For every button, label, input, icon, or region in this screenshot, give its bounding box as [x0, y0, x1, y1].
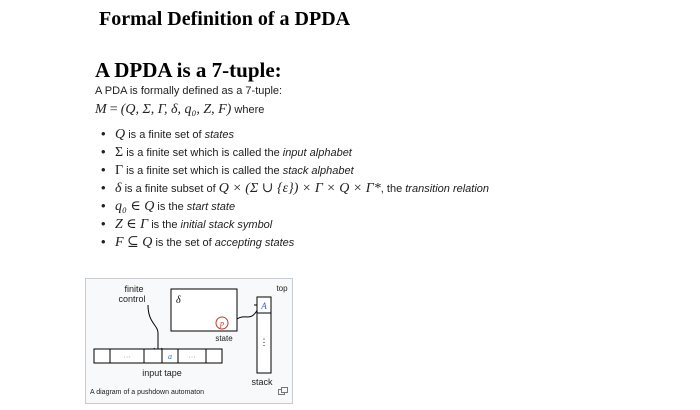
- def-text: is a finite subset of: [124, 183, 219, 195]
- bullet-icon: •: [101, 234, 106, 249]
- def-text: is the: [157, 201, 187, 213]
- def-emph: accepting states: [214, 237, 295, 249]
- tape-head-line: [147, 304, 159, 353]
- def-emph: stack alphabet: [282, 165, 354, 177]
- list-item: • F ⊆ Q is the set of accepting states: [101, 233, 489, 251]
- bullet-icon: •: [101, 126, 106, 141]
- def-text: is a finite set which is called the: [126, 165, 283, 177]
- bullet-icon: •: [101, 198, 106, 213]
- delta-symbol: δ: [176, 295, 181, 306]
- section-heading: A DPDA is a 7-tuple:: [95, 58, 282, 82]
- tuple-eq: =: [109, 102, 118, 117]
- def-math: Σ: [115, 145, 124, 160]
- intro-text: A PDA is formally defined as a 7-tuple:: [95, 85, 283, 97]
- def-math: Z ∈ Γ: [115, 217, 149, 232]
- input-tape-label: input tape: [142, 368, 182, 378]
- state-label: state: [215, 334, 233, 343]
- tuple-where: where: [234, 104, 265, 116]
- def-emph: transition relation: [405, 183, 490, 195]
- def-math-2: Q × (Σ ∪ {ε}) × Γ × Q × Γ*: [218, 181, 381, 196]
- page-title: Formal Definition of a DPDA: [99, 8, 351, 30]
- def-emph: initial stack symbol: [180, 219, 273, 231]
- definition-list: • Q is a finite set of states • Σ is a fin…: [101, 125, 489, 251]
- tuple-definition: M = (Q, Σ, Γ, δ, q₀, Z, F) where: [95, 102, 264, 118]
- stack-head-line: [236, 308, 259, 320]
- def-emph: input alphabet: [282, 147, 352, 159]
- list-item: • Q is a finite set of states: [101, 125, 489, 143]
- list-item: • Z ∈ Γ is the initial stack symbol: [101, 215, 489, 233]
- tape-dots-right: ···: [189, 354, 196, 361]
- def-text-mid: , the: [380, 183, 406, 195]
- bullet-icon: •: [101, 144, 106, 159]
- tape-symbol: a: [168, 352, 172, 361]
- diagram-drawing: finite control δ p state top A ⋮ ··· a ·…: [93, 284, 288, 387]
- def-math: F ⊆ Q: [115, 235, 153, 250]
- def-math: Q: [115, 127, 126, 142]
- list-item: • δ is a finite subset of Q × (Σ ∪ {ε}) ×…: [101, 179, 489, 197]
- state-symbol: p: [219, 319, 224, 328]
- top-label: top: [276, 284, 288, 293]
- def-math: q₀ ∈ Q: [115, 199, 155, 214]
- bullet-icon: •: [101, 162, 106, 177]
- tape-dots-left: ···: [124, 354, 131, 361]
- input-tape: [93, 348, 223, 364]
- pushdown-automaton-diagram[interactable]: finite control δ p state top A ⋮ ··· a ·…: [85, 278, 293, 404]
- finite-label: finite: [124, 284, 143, 294]
- list-item: • Σ is a finite set which is called the i…: [101, 143, 489, 161]
- def-text: is a finite set of: [128, 129, 205, 141]
- tuple-lhs: M: [95, 102, 107, 117]
- tuple-rhs: (Q, Σ, Γ, δ, q₀, Z, F): [120, 102, 232, 117]
- stack-label: stack: [251, 377, 273, 387]
- stack-column: [256, 296, 272, 374]
- def-text: is the: [151, 219, 181, 231]
- bullet-icon: •: [101, 180, 106, 195]
- stack-dots: ⋮: [260, 337, 269, 347]
- list-item: • q₀ ∈ Q is the start state: [101, 197, 489, 215]
- stack-top-symbol: A: [260, 301, 267, 311]
- bullet-icon: •: [101, 216, 106, 231]
- list-item: • Γ is a finite set which is called the s…: [101, 161, 489, 179]
- diagram-caption: A diagram of a pushdown automaton: [90, 389, 205, 396]
- def-emph: start state: [186, 201, 236, 213]
- def-math: δ: [115, 181, 122, 196]
- def-text: is a finite set which is called the: [126, 147, 283, 159]
- def-emph: states: [204, 129, 234, 141]
- state-circle: [215, 316, 229, 330]
- control-label: control: [118, 294, 145, 304]
- def-text: is the set of: [155, 237, 215, 249]
- def-math: Γ: [115, 163, 124, 178]
